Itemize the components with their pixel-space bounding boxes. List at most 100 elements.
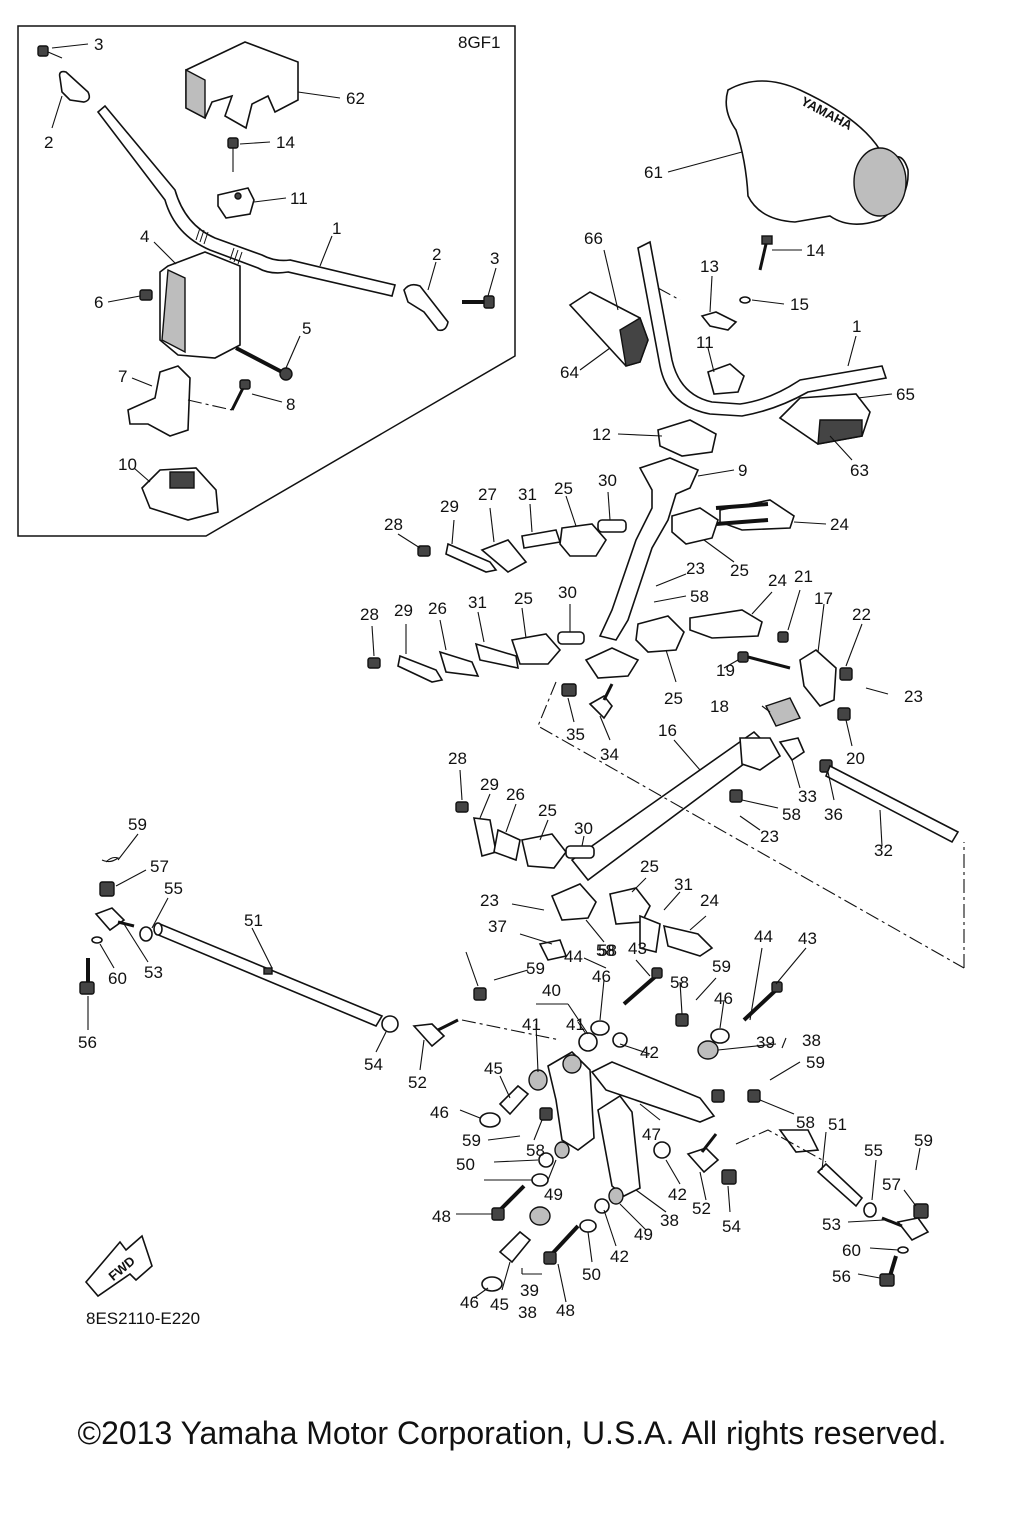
rodend-53-left [94, 907, 126, 932]
part-callout-13: 13 [700, 257, 719, 276]
part-callout-56: 56 [832, 1267, 851, 1286]
bushing-49a [554, 1141, 570, 1159]
part-callout-60: 60 [108, 969, 127, 988]
part-callout-6: 6 [94, 293, 103, 312]
part-callout-53: 53 [144, 963, 163, 982]
inset-cover-62-shade [185, 68, 206, 120]
bushing-39a [697, 1040, 719, 1060]
part-callout-42: 42 [610, 1247, 629, 1266]
part-callout-7: 7 [118, 367, 127, 386]
handlebar-1 [637, 240, 888, 417]
part-callout-10: 10 [118, 455, 137, 474]
clip-13 [700, 311, 738, 331]
part-callout-30: 30 [598, 471, 617, 490]
rodend-52-left [412, 1023, 446, 1048]
part-callout-55: 55 [864, 1141, 883, 1160]
part-callout-57: 57 [150, 857, 169, 876]
clamp-11 [707, 363, 745, 395]
part-callout-59: 59 [712, 957, 731, 976]
part-callout-45: 45 [490, 1295, 509, 1314]
linkage-lower [455, 801, 595, 869]
washer-46c [479, 1112, 501, 1128]
part-callout-58: 58 [598, 941, 617, 960]
part-callout-48: 48 [432, 1207, 451, 1226]
part-callout-58: 58 [526, 1141, 545, 1160]
leader-lines [51, 43, 921, 1303]
part-callout-39: 39 [520, 1281, 539, 1300]
inset-clamp-11 [217, 187, 255, 219]
nut-35 [561, 683, 577, 697]
washer-46d [481, 1276, 503, 1292]
inset-handlebar-knurl [195, 227, 243, 265]
part-callout-41: 41 [566, 1015, 585, 1034]
pin-45a [498, 1084, 530, 1116]
part-callout-26: 26 [506, 785, 525, 804]
part-callout-59: 59 [914, 1131, 933, 1150]
inset-bracket-7 [127, 365, 191, 437]
part-callout-51: 51 [244, 911, 263, 930]
construction-lines [461, 287, 965, 1163]
nut-58b [675, 1013, 689, 1027]
part-callout-43: 43 [798, 929, 817, 948]
part-callout-53: 53 [822, 1215, 841, 1234]
clamp-25a [671, 507, 719, 545]
inset-bolt-3b [462, 295, 495, 309]
part-callout-18: 18 [710, 697, 729, 716]
part-callout-2: 2 [44, 133, 53, 152]
part-callout-46: 46 [460, 1293, 479, 1312]
part-callout-28: 28 [448, 749, 467, 768]
part-callout-49: 49 [544, 1185, 563, 1204]
nut-54-right [721, 1169, 737, 1185]
part-callout-43: 43 [628, 939, 647, 958]
part-callout-12: 12 [592, 425, 611, 444]
part-callout-16: 16 [658, 721, 677, 740]
part-callout-25: 25 [640, 857, 659, 876]
part-callout-66: 66 [584, 229, 603, 248]
copyright-notice: ©2013 Yamaha Motor Corporation, U.S.A. A… [77, 1415, 947, 1451]
part-callout-47: 47 [642, 1125, 661, 1144]
part-callout-28: 28 [384, 515, 403, 534]
part-callout-59: 59 [128, 815, 147, 834]
part-callout-39: 39 [756, 1033, 775, 1052]
part-callout-46: 46 [714, 989, 733, 1008]
clamp-25c [550, 883, 597, 921]
part-callout-44: 44 [754, 927, 773, 946]
part-callout-2: 2 [432, 245, 441, 264]
bushing-18 [765, 697, 801, 727]
part-callout-28: 28 [360, 605, 379, 624]
inset-bolt-14 [227, 137, 239, 172]
part-callout-29: 29 [480, 775, 499, 794]
nut-58a [473, 987, 487, 1001]
part-callout-57: 57 [882, 1175, 901, 1194]
part-callout-23: 23 [904, 687, 923, 706]
part-callout-59: 59 [526, 959, 545, 978]
inset-elbow-2b [403, 283, 449, 332]
part-callout-59: 59 [462, 1131, 481, 1150]
part-callout-35: 35 [566, 725, 585, 744]
part-callout-58: 58 [670, 973, 689, 992]
part-callout-54: 54 [722, 1217, 741, 1236]
linkage-middle [367, 631, 585, 683]
part-callout-36: 36 [824, 805, 843, 824]
nut-54-left [381, 1015, 399, 1033]
part-callout-31: 31 [518, 485, 537, 504]
part-callout-25: 25 [730, 561, 749, 580]
part-callout-25: 25 [514, 589, 533, 608]
inset-bolt-8 [230, 379, 251, 411]
part-callout-52: 52 [408, 1073, 427, 1092]
part-callout-50: 50 [456, 1155, 475, 1174]
part-callout-44: 44 [564, 947, 583, 966]
part-callout-14: 14 [806, 241, 825, 260]
part-callout-41: 41 [522, 1015, 541, 1034]
bracket-24c [662, 924, 714, 957]
lever-37 [538, 939, 568, 961]
inset-8gf1: 8GF1 [17, 25, 516, 537]
part-callout-37: 37 [488, 917, 507, 936]
part-callout-29: 29 [394, 601, 413, 620]
drawing-code: 8ES2110-E220 [86, 1309, 200, 1328]
inset-label: 8GF1 [458, 33, 501, 52]
part-callout-63: 63 [850, 461, 869, 480]
inset-handlebar [96, 104, 396, 297]
bushing-49b [608, 1187, 624, 1205]
